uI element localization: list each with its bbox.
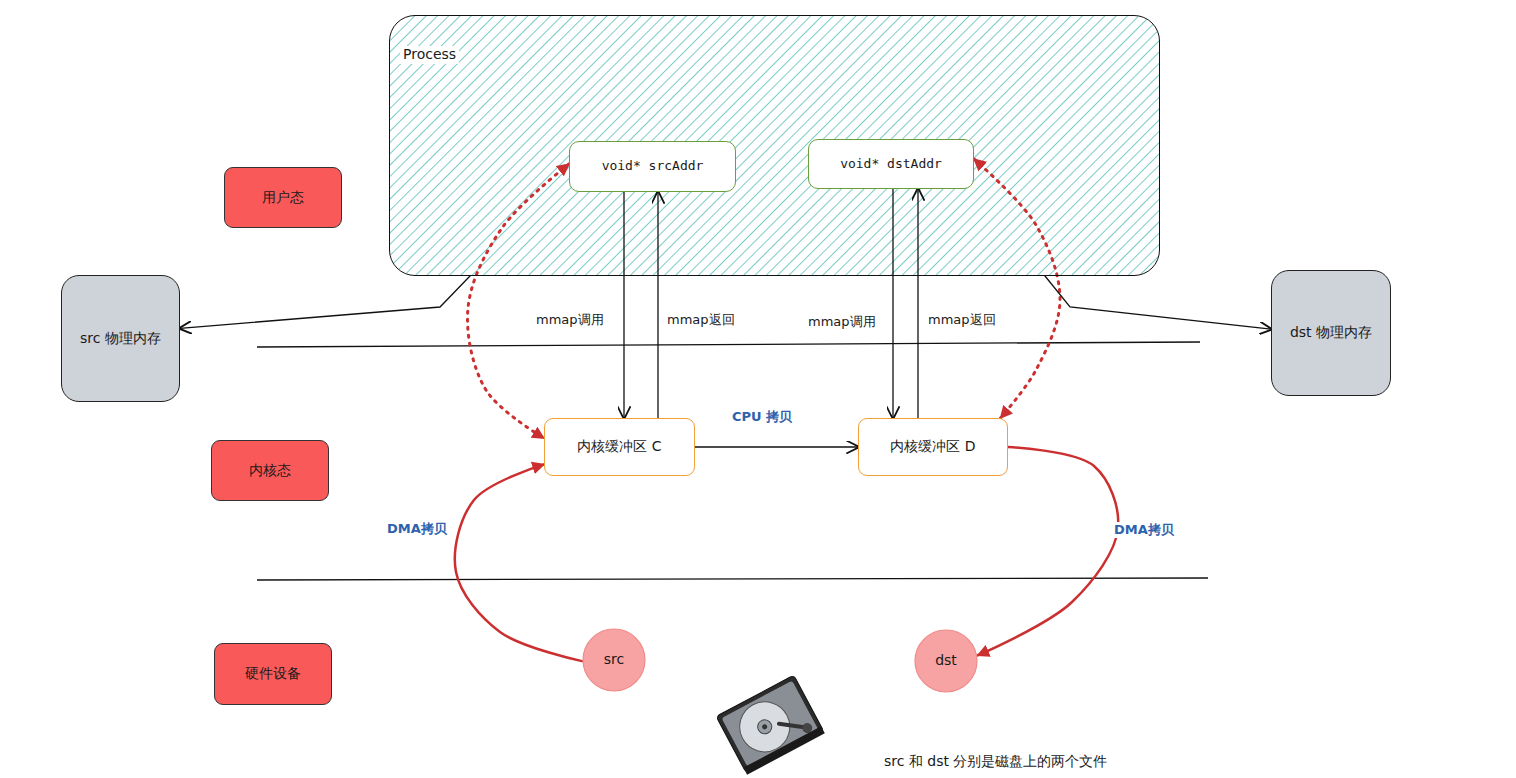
- node-text: void* srcAddr: [602, 158, 704, 174]
- kernel-buffer: 内核缓冲区 C: [544, 418, 695, 476]
- layer-tag: 内核态: [211, 440, 329, 501]
- divider-line: [257, 578, 1208, 580]
- edge-label: mmap返回: [665, 312, 737, 328]
- node-text: 内核缓冲区 C: [577, 438, 661, 456]
- kernel-buffer: 内核缓冲区 D: [858, 418, 1008, 476]
- copy-arrow: [455, 464, 582, 661]
- edge-label: DMA拷贝: [1112, 522, 1176, 538]
- edge-label: DMA拷贝: [385, 521, 449, 537]
- file-circle: src: [582, 628, 646, 692]
- divider-line: [257, 342, 1200, 347]
- memory-box: dst 物理内存: [1271, 270, 1391, 396]
- note-text: src 和 dst 分别是磁盘上的两个文件: [882, 753, 1109, 770]
- pointer-box: void* srcAddr: [569, 141, 736, 192]
- arrow-line: [1045, 276, 1271, 329]
- arrow-line: [180, 276, 470, 328]
- node-text: dst 物理内存: [1290, 324, 1372, 342]
- layer-tag: 硬件设备: [214, 643, 332, 705]
- arrow-line: [695, 446, 858, 447]
- edge-label: mmap调用: [534, 312, 606, 328]
- memory-box: src 物理内存: [61, 275, 180, 402]
- arrow-line: [917, 189, 918, 418]
- process-box: Process void* srcAddr void* dstAddr: [389, 15, 1160, 276]
- layer-tag: 用户态: [224, 167, 342, 228]
- node-text: void* dstAddr: [840, 156, 942, 172]
- arrow-line: [623, 192, 624, 418]
- node-text: 硬件设备: [245, 665, 301, 683]
- copy-arrow: [468, 164, 569, 438]
- node-text: dst: [935, 652, 957, 670]
- edge-label: mmap返回: [926, 312, 998, 328]
- node-text: 用户态: [262, 189, 304, 207]
- node-text: 内核态: [249, 462, 291, 480]
- pointer-box: void* dstAddr: [808, 139, 974, 189]
- arrow-line: [657, 192, 658, 418]
- node-text: src 物理内存: [80, 330, 161, 348]
- node-text: 内核缓冲区 D: [890, 438, 975, 456]
- edge-label: mmap调用: [806, 314, 878, 330]
- hard-disk: [716, 675, 825, 775]
- copy-arrow: [974, 159, 1060, 418]
- node-text: Process: [400, 46, 459, 64]
- file-circle: dst: [914, 629, 978, 693]
- node-text: src: [604, 651, 624, 669]
- copy-arrow: [978, 447, 1119, 655]
- edge-label: CPU 拷贝: [730, 409, 794, 425]
- arrow-line: [892, 189, 893, 418]
